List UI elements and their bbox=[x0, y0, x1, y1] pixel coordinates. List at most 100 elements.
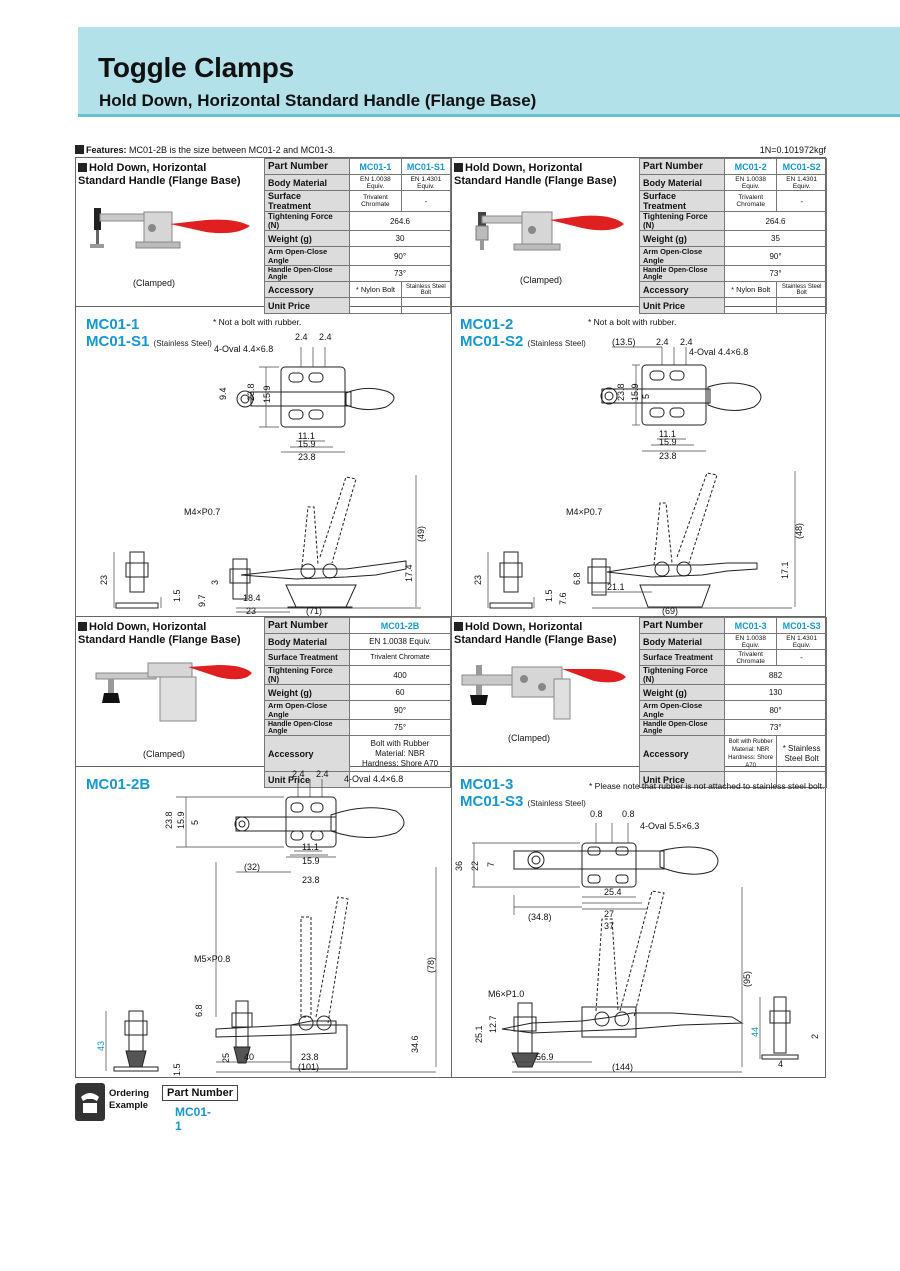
oval-label: 4-Oval 4.4×6.8 bbox=[214, 344, 273, 354]
dim-label: 34.6 bbox=[410, 1035, 420, 1053]
dim-label: (48) bbox=[794, 523, 804, 539]
dim-label: 43 bbox=[96, 1041, 106, 1051]
panel-mc01-2-spec: Hold Down, Horizontal Standard Handle (F… bbox=[452, 158, 827, 314]
oval-label: 4-Oval 4.4×6.8 bbox=[344, 774, 403, 784]
panel-mc01-1-spec: Hold Down, Horizontal Standard Handle (F… bbox=[76, 158, 452, 314]
dim-label: 23.8 bbox=[246, 383, 256, 401]
bullet-square-icon bbox=[78, 163, 87, 172]
dim-label: 44 bbox=[750, 1027, 760, 1037]
dim-label: 4 bbox=[778, 1059, 783, 1069]
dim-label: 17.1 bbox=[780, 561, 790, 579]
dim-label: 18.4 bbox=[243, 593, 261, 603]
dim-label: (34.8) bbox=[528, 912, 552, 922]
dim-label: 23.8 bbox=[164, 811, 174, 829]
dim-label: 22 bbox=[470, 861, 480, 871]
dim-label: 23 bbox=[99, 575, 109, 585]
drawing-note: * Please note that rubber is not attache… bbox=[589, 781, 825, 791]
drawing-panel-mc01-1: MC01-1 MC01-S1 (Stainless Steel) * Not a… bbox=[76, 307, 451, 616]
dim-label: 15.9 bbox=[659, 437, 677, 447]
divider bbox=[76, 766, 825, 767]
technical-drawing-mc01-2b: 2.4 2.4 4-Oval 4.4×6.8 23.8 15.9 5 (32) … bbox=[96, 769, 437, 1076]
divider bbox=[76, 616, 825, 617]
model-names: MC01-2 MC01-S2 (Stainless Steel) bbox=[460, 316, 586, 350]
dim-label: 23 bbox=[246, 606, 256, 616]
features-line: Features: MC01-2B is the size between MC… bbox=[75, 145, 826, 155]
dim-label: 11.1 bbox=[659, 429, 676, 439]
dim-label: 1.5 bbox=[172, 1063, 182, 1076]
dim-label: 0.8 bbox=[622, 809, 635, 819]
panel-mc01-3-spec: Hold Down, Horizontal Standard Handle (F… bbox=[452, 617, 827, 788]
dim-label: (71) bbox=[306, 606, 322, 616]
oval-label: 4-Oval 5.5×6.3 bbox=[640, 821, 699, 831]
dim-label: 9.7 bbox=[197, 594, 207, 607]
divider bbox=[451, 158, 452, 1077]
dim-label: 5 bbox=[190, 820, 200, 825]
dim-label: (13.5) bbox=[612, 337, 636, 347]
oval-label: 4-Oval 4.4×6.8 bbox=[689, 347, 748, 357]
dim-label: 25 bbox=[221, 1053, 231, 1063]
dim-label: 2.4 bbox=[656, 337, 669, 347]
dim-label: (95) bbox=[742, 971, 752, 987]
thread-label: M4×P0.7 bbox=[566, 507, 602, 517]
features-label: Features: bbox=[86, 145, 127, 155]
dim-label: (144) bbox=[612, 1062, 633, 1072]
clamped-caption: (Clamped) bbox=[520, 275, 563, 285]
dim-label: 36 bbox=[454, 861, 464, 871]
drawing-panel-mc01-2b: MC01-2B bbox=[76, 767, 451, 1079]
dim-label: 15.9 bbox=[262, 385, 272, 403]
dim-label: 23.8 bbox=[298, 452, 316, 462]
dim-label: 12.7 bbox=[488, 1015, 498, 1033]
clamped-caption: (Clamped) bbox=[143, 749, 186, 759]
dim-label: 5 bbox=[641, 394, 651, 399]
page-subtitle: Hold Down, Horizontal Standard Handle (F… bbox=[99, 91, 537, 110]
drawing-panel-mc01-3: MC01-3 MC01-S3 (Stainless Steel) * Pleas… bbox=[452, 767, 827, 1079]
dim-label: 27 bbox=[604, 909, 614, 919]
drawing-note: * Not a bolt with rubber. bbox=[213, 317, 302, 327]
dim-label: (78) bbox=[426, 957, 436, 973]
dim-label: 0.8 bbox=[590, 809, 603, 819]
spec-sheet: Hold Down, Horizontal Standard Handle (F… bbox=[75, 157, 827, 1079]
technical-drawing-mc01-3: 0.8 0.8 4-Oval 5.5×6.3 36 22 7 (34.8) 25… bbox=[454, 809, 820, 1073]
clamp-photo-mc01-2b bbox=[95, 662, 252, 722]
clamp-photo-mc01-1 bbox=[90, 208, 250, 249]
panel-title: Hold Down, Horizontal Standard Handle (F… bbox=[454, 621, 617, 646]
divider bbox=[76, 306, 825, 307]
bullet-square-icon bbox=[78, 622, 87, 631]
dim-label: 23 bbox=[473, 575, 483, 585]
dim-label: 9.4 bbox=[218, 387, 228, 400]
model-names: MC01-2B bbox=[86, 776, 151, 793]
bullet-square-icon bbox=[454, 163, 463, 172]
page-title: Toggle Clamps bbox=[98, 52, 295, 83]
dim-label: (69) bbox=[662, 606, 678, 616]
thread-label: M4×P0.7 bbox=[184, 507, 220, 517]
part-number-value: MC01-1 bbox=[175, 1105, 212, 1133]
ordering-label: Ordering Example bbox=[109, 1088, 150, 1111]
dim-label: 2.4 bbox=[295, 332, 308, 342]
dim-label: 23.8 bbox=[659, 451, 677, 461]
dim-label: 23.8 bbox=[616, 383, 626, 401]
dim-label: 25.1 bbox=[474, 1025, 484, 1043]
clamped-caption: (Clamped) bbox=[133, 278, 176, 288]
dim-label: (32) bbox=[244, 862, 260, 872]
dim-label: 23.8 bbox=[302, 875, 320, 885]
dim-label: 1.5 bbox=[172, 589, 182, 602]
clamp-photo-mc01-2 bbox=[475, 211, 624, 251]
dim-label: 23.8 bbox=[301, 1052, 319, 1062]
part-number-label: Part Number bbox=[162, 1085, 239, 1101]
panel-title: Hold Down, Horizontal Standard Handle (F… bbox=[78, 621, 241, 646]
dim-label: 2.4 bbox=[292, 769, 305, 779]
dim-label: 6.8 bbox=[194, 1004, 204, 1017]
dim-label: 2.4 bbox=[680, 337, 693, 347]
dim-label: 21.1 bbox=[607, 582, 625, 592]
thread-label: M6×P1.0 bbox=[488, 989, 524, 999]
dim-label: 15.9 bbox=[630, 383, 640, 401]
dim-label: 3 bbox=[210, 580, 220, 585]
phone-icon bbox=[81, 1093, 99, 1113]
dim-label: 2.4 bbox=[316, 769, 329, 779]
dim-label: 7.6 bbox=[558, 592, 568, 605]
phone-order-icon bbox=[75, 1083, 105, 1121]
dim-label: 6.8 bbox=[572, 572, 582, 585]
